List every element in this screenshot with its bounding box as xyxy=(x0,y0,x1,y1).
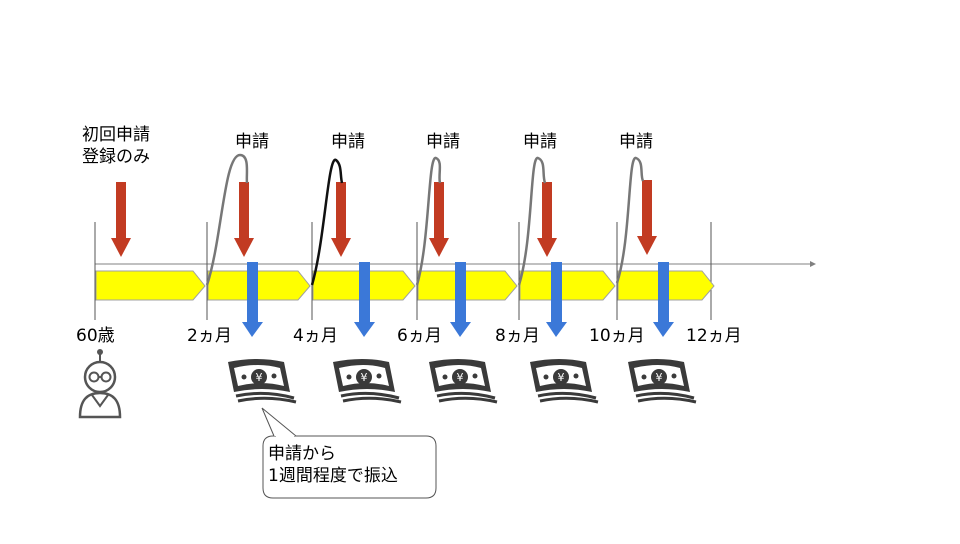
period-segment xyxy=(207,270,311,301)
apply-connector xyxy=(205,153,249,286)
initial-note-line: 登録のみ xyxy=(82,147,150,167)
payment-arrow xyxy=(653,262,674,337)
apply-label: 申請 xyxy=(235,132,269,152)
apply-connector xyxy=(517,156,547,286)
apply-label: 申請 xyxy=(426,132,460,152)
apply-connector xyxy=(310,158,344,286)
period-label: 10ヵ月 xyxy=(589,326,645,346)
initial-note: 初回申請 登録のみ xyxy=(82,124,150,168)
yen-banknote-stack-icon xyxy=(528,357,600,404)
callout-pointer xyxy=(261,407,297,437)
apply-label: 申請 xyxy=(523,132,557,152)
callout-bubble xyxy=(262,435,437,499)
period-label: 6ヵ月 xyxy=(397,326,442,346)
callout-line: 申請から xyxy=(268,444,336,464)
axis-arrowhead xyxy=(810,261,816,267)
initial-note-line: 初回申請 xyxy=(82,125,150,145)
payment-arrow xyxy=(242,262,263,337)
apply-arrow xyxy=(537,182,557,257)
yen-banknote-stack-icon xyxy=(626,357,698,404)
period-segment xyxy=(417,270,518,301)
payment-arrow xyxy=(450,262,471,337)
yen-banknote-stack-icon xyxy=(427,357,499,404)
period-label: 12ヵ月 xyxy=(686,326,742,346)
yen-banknote-stack-icon xyxy=(226,357,298,404)
elderly-person-icon xyxy=(78,349,122,419)
apply-arrow xyxy=(331,182,351,257)
period-segment xyxy=(95,270,206,301)
period-label: 60歳 xyxy=(76,326,115,346)
apply-label: 申請 xyxy=(331,132,365,152)
apply-connector xyxy=(615,156,645,284)
period-label: 2ヵ月 xyxy=(187,326,232,346)
apply-arrow xyxy=(429,182,449,257)
apply-arrow xyxy=(111,182,131,257)
period-segment xyxy=(519,270,616,301)
callout-line: 1週間程度で振込 xyxy=(268,466,398,486)
period-label: 8ヵ月 xyxy=(495,326,540,346)
period-label: 4ヵ月 xyxy=(293,326,338,346)
apply-arrow xyxy=(234,182,254,257)
apply-label: 申請 xyxy=(619,132,653,152)
payment-arrow xyxy=(546,262,567,337)
callout-text: 申請から 1週間程度で振込 xyxy=(268,443,398,487)
payment-arrow xyxy=(354,262,375,337)
apply-arrow xyxy=(637,180,657,255)
apply-connector xyxy=(415,156,442,286)
yen-banknote-stack-icon xyxy=(331,357,403,404)
